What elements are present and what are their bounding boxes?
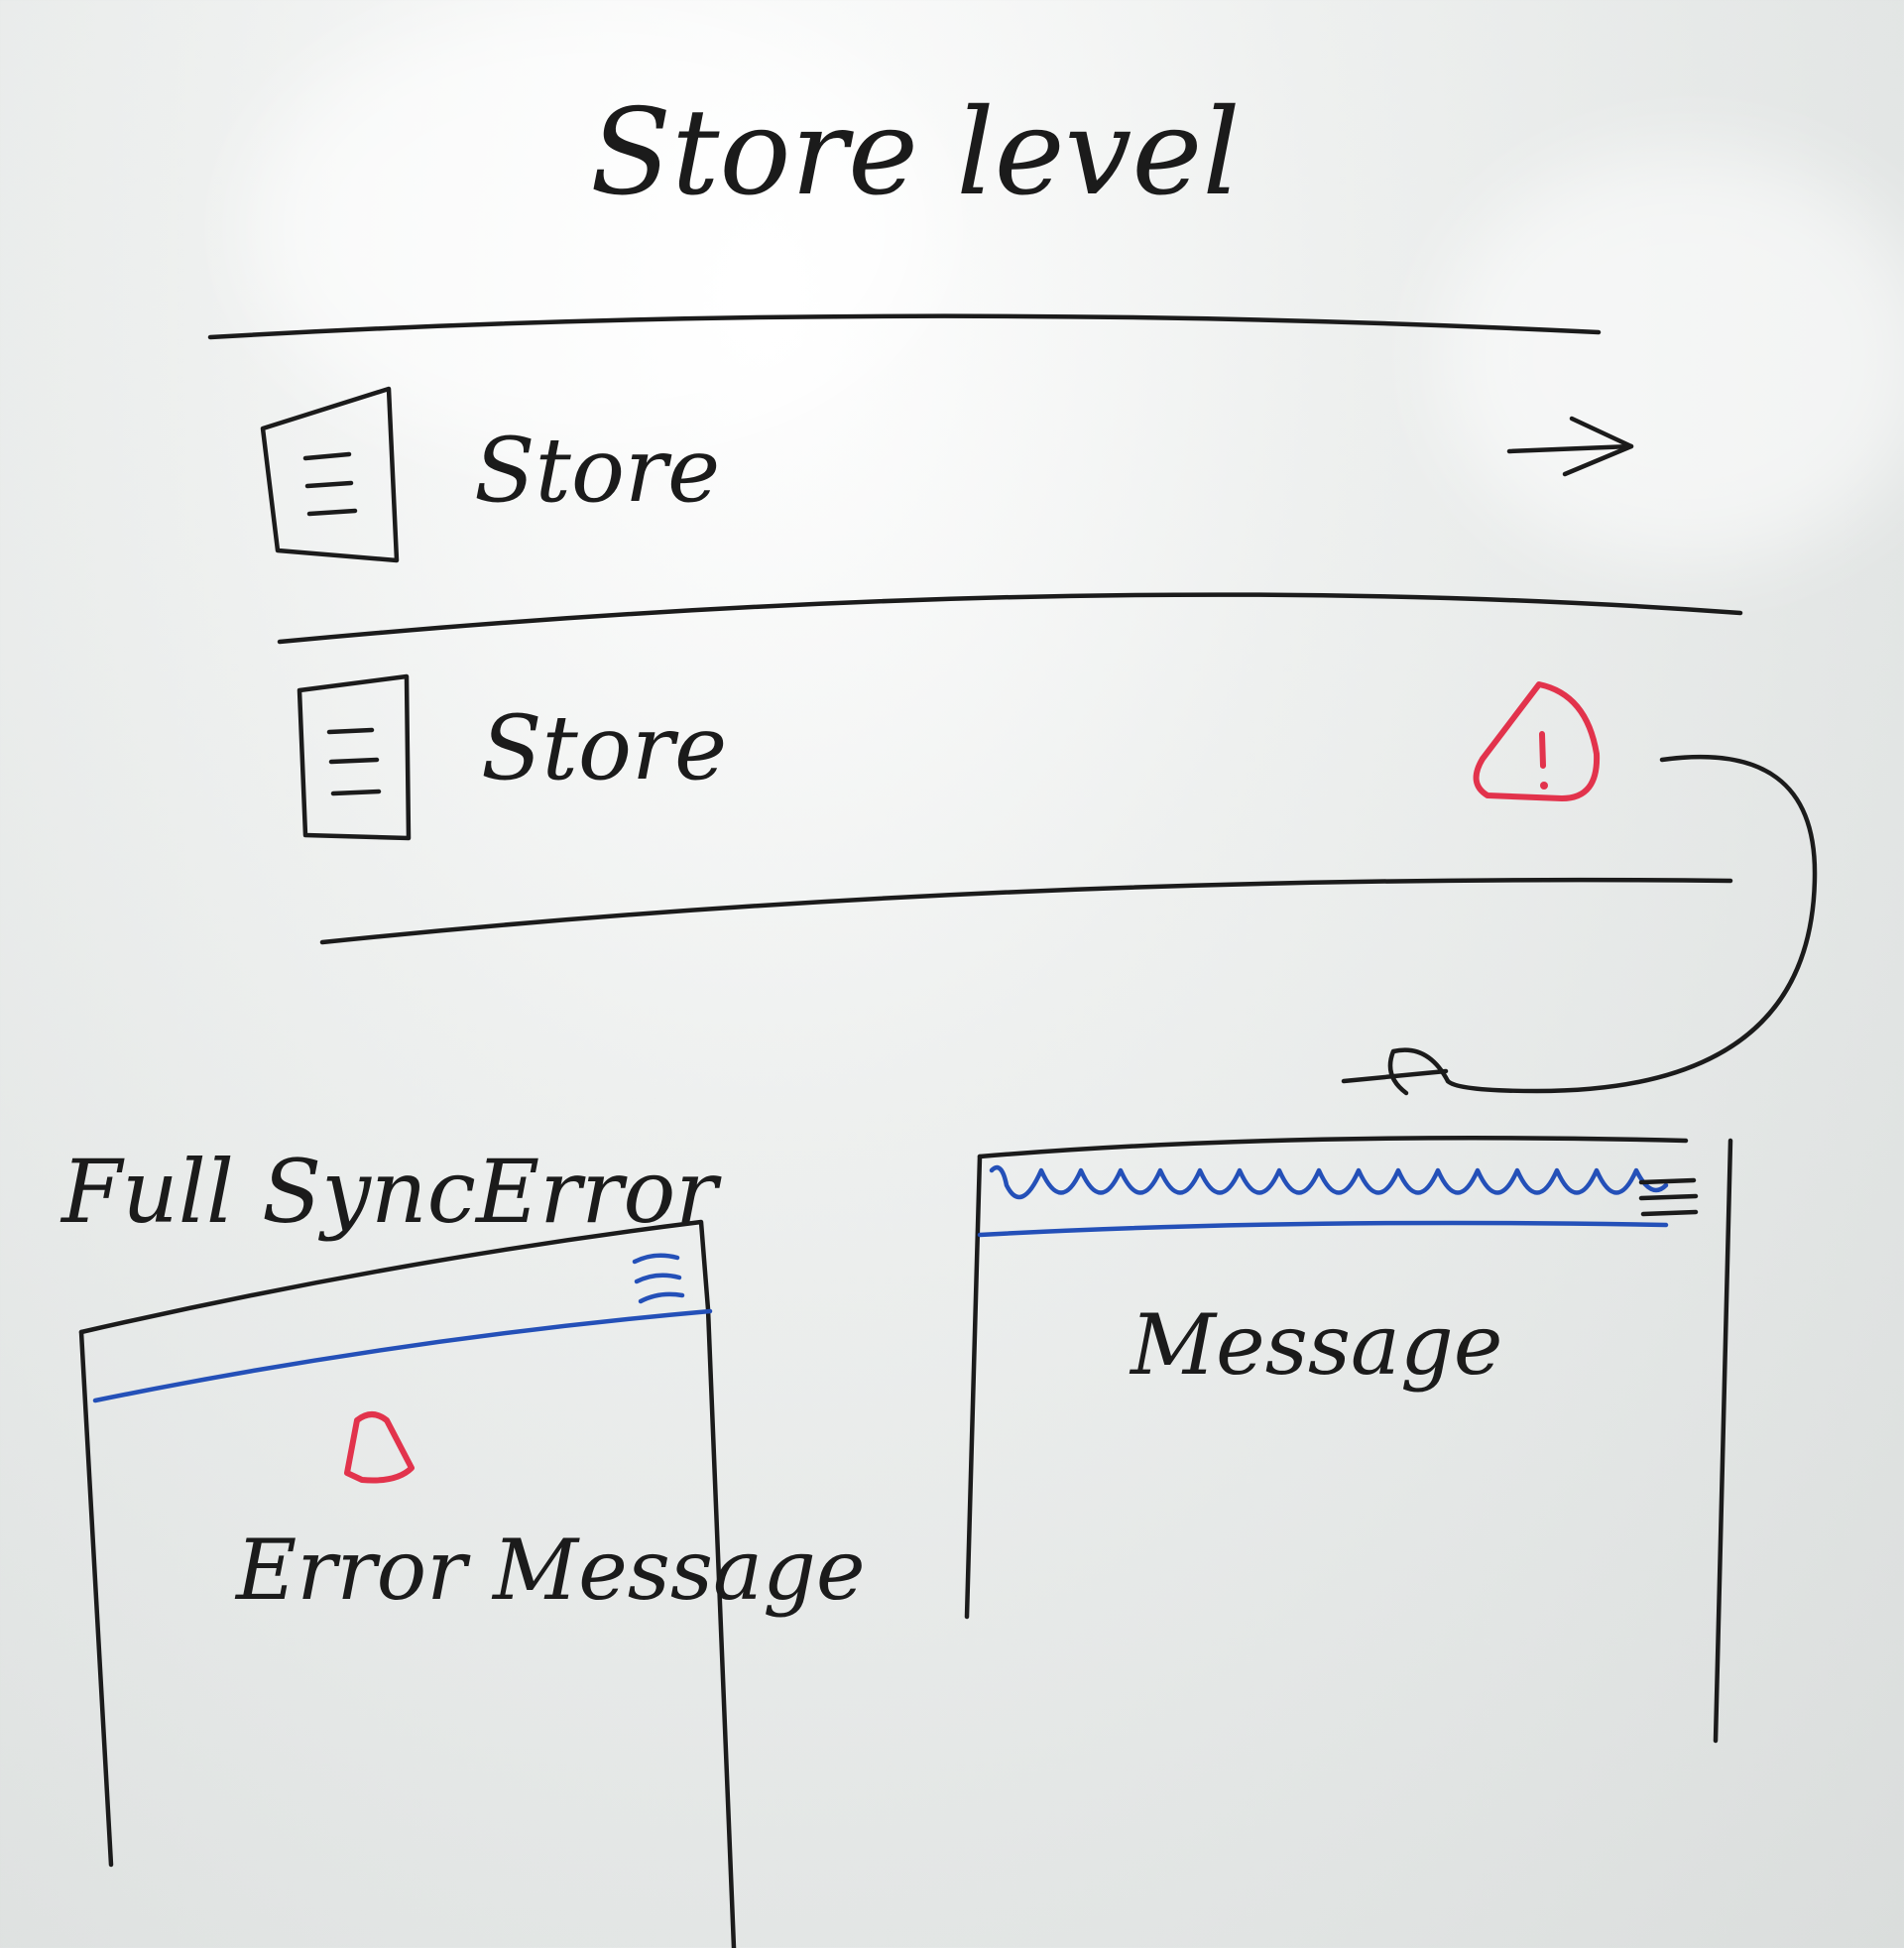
title-placeholder-scribble <box>989 1164 1669 1200</box>
connector-loop <box>1387 1047 1451 1096</box>
hamburger-menu-icon[interactable] <box>632 1253 685 1304</box>
store-row-2[interactable]: Store <box>297 673 1601 841</box>
message-panel-right <box>1713 1138 1733 1744</box>
warning-triangle-icon[interactable] <box>1473 681 1601 801</box>
store-row-label: Store <box>474 419 720 523</box>
message-text: Message <box>1129 1296 1503 1394</box>
page-title: Store level <box>590 84 1241 222</box>
phone-frame-left <box>78 1329 114 1868</box>
error-message-text: Error Message <box>234 1522 866 1619</box>
full-sync-label: Full SyncError <box>60 1141 722 1243</box>
phone-frame-right <box>78 1219 737 1948</box>
header-divider <box>92 1308 713 1403</box>
list-divider-top <box>207 313 1602 340</box>
list-divider-middle <box>277 592 1743 645</box>
connector-arrow <box>1445 754 1818 1094</box>
full-sync-error-screen: Error Message <box>78 1219 866 1948</box>
list-divider-bottom <box>319 877 1733 945</box>
store-row-1[interactable]: Store <box>260 386 1634 563</box>
message-panel-top <box>977 1135 1689 1159</box>
warning-icon <box>344 1411 415 1484</box>
connector-cross <box>1341 1068 1449 1084</box>
arrow-right-icon[interactable] <box>1506 416 1634 477</box>
hamburger-menu-icon[interactable] <box>1638 1177 1699 1217</box>
document-icon <box>260 386 400 563</box>
message-panel-left <box>964 1154 983 1620</box>
header-divider <box>977 1220 1669 1238</box>
message-panel-screen: Message <box>964 1135 1733 1744</box>
store-row-label: Store <box>481 696 727 800</box>
document-icon <box>297 673 412 841</box>
